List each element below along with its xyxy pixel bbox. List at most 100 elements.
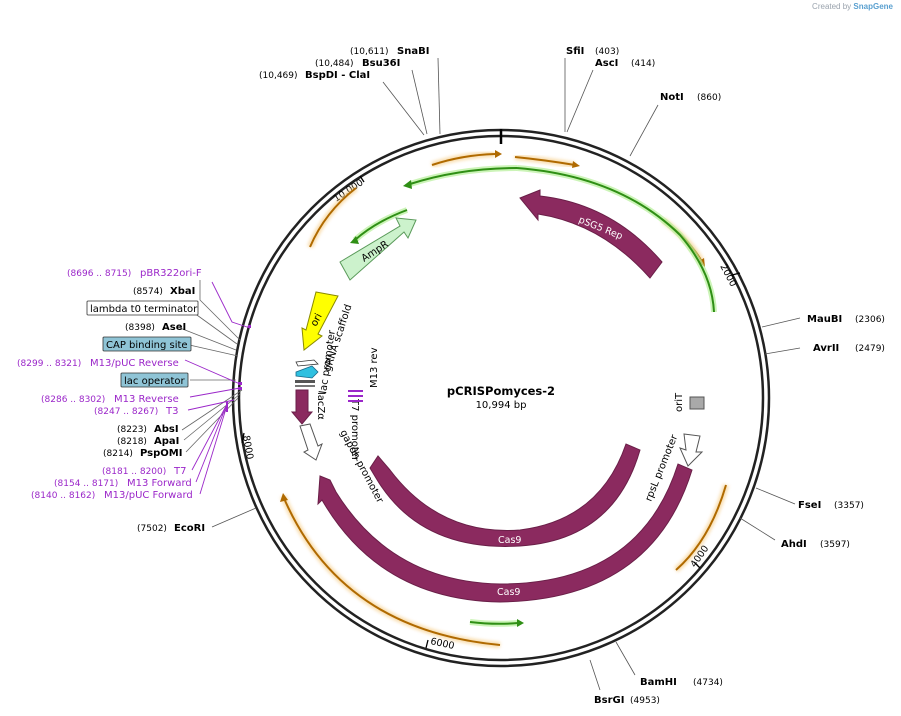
avrii-name: AvrII bbox=[813, 343, 839, 354]
bspdi-name: BspDI - ClaI bbox=[305, 70, 370, 81]
m13-rev-label: M13 rev bbox=[369, 347, 380, 388]
maubi-name: MauBI bbox=[807, 314, 842, 325]
noti-name: NotI bbox=[660, 92, 684, 103]
bspdi-pos: (10,469) bbox=[259, 71, 298, 81]
sfii-name: SfiI bbox=[566, 46, 584, 57]
psppomi-name: PspOMI bbox=[140, 448, 182, 459]
ori-label: ori bbox=[309, 312, 325, 329]
m13puc-fwd-pos: (8140 .. 8162) bbox=[31, 491, 95, 501]
fsei-name: FseI bbox=[798, 500, 821, 511]
snapgene-credit: Created by SnapGene bbox=[812, 2, 893, 11]
primer-leader-lines bbox=[184, 281, 251, 495]
primer-t7[interactable]: (8181 .. 8200) T7 bbox=[102, 466, 186, 477]
bsu36i-name: Bsu36I bbox=[362, 58, 400, 69]
xbai-pos: (8574) bbox=[133, 287, 163, 297]
feature-small-stack bbox=[295, 359, 319, 387]
plasmid-name: pCRISPomyces-2 bbox=[447, 384, 555, 398]
t7-pos: (8181 .. 8200) bbox=[102, 467, 166, 477]
site-psppomi[interactable]: (8214) PspOMI bbox=[103, 448, 182, 459]
site-bspdi-clai[interactable]: (10,469) BspDI - ClaI bbox=[259, 70, 370, 81]
site-ahdi[interactable]: AhdI (3597) bbox=[781, 539, 850, 550]
psppomi-pos: (8214) bbox=[103, 449, 133, 459]
box-cap-binding-site[interactable]: CAP binding site bbox=[102, 336, 192, 352]
lac-operator-label: lac operator bbox=[124, 376, 185, 387]
m13-rev-pos: (8286 .. 8302) bbox=[41, 395, 105, 405]
noti-pos: (860) bbox=[697, 93, 721, 103]
lacz-alpha-label: lacZα bbox=[315, 392, 326, 420]
site-snabi[interactable]: (10,611) SnaBI bbox=[350, 46, 429, 57]
sfii-pos: (403) bbox=[595, 47, 619, 57]
cas9-inner-label: Cas9 bbox=[498, 535, 521, 546]
site-bsu36i[interactable]: (10,484) Bsu36I bbox=[315, 58, 400, 69]
m13-fwd-name: M13 Forward bbox=[127, 478, 192, 489]
pbr322ori-f-pos: (8696 .. 8715) bbox=[67, 269, 131, 279]
pbr322ori-f-name: pBR322ori-F bbox=[140, 268, 202, 279]
primer-m13-forward[interactable]: (8154 .. 8171) M13 Forward bbox=[54, 478, 192, 489]
lambda-t0-label: lambda t0 terminator bbox=[90, 304, 198, 315]
green-arcs bbox=[350, 165, 717, 627]
t3-name: T3 bbox=[165, 406, 178, 417]
orit-label: oriT bbox=[674, 392, 685, 412]
bsrgi-name: BsrGI bbox=[594, 695, 624, 706]
site-fsei[interactable]: FseI (3357) bbox=[798, 500, 864, 511]
avrii-pos: (2479) bbox=[855, 344, 885, 354]
plasmid-size: 10,994 bp bbox=[476, 400, 527, 411]
snabi-name: SnaBI bbox=[397, 46, 429, 57]
feature-cas9-outer[interactable]: Cas9 bbox=[317, 463, 693, 603]
m13-rev-marks bbox=[348, 390, 363, 402]
site-sfii[interactable]: SfiI (403) bbox=[566, 46, 619, 57]
site-noti[interactable]: NotI (860) bbox=[660, 92, 721, 103]
tick-6000: 6000 bbox=[425, 636, 455, 652]
feature-cas9-inner[interactable]: Cas9 bbox=[369, 443, 641, 547]
bamhi-pos: (4734) bbox=[693, 678, 723, 688]
bamhi-name: BamHI bbox=[640, 677, 677, 688]
primer-m13-reverse[interactable]: (8286 .. 8302) M13 Reverse bbox=[41, 394, 179, 405]
primer-marks bbox=[226, 325, 251, 412]
feature-gapdh-promoter-arrow[interactable] bbox=[299, 423, 323, 461]
primer-pbr322ori-f[interactable]: (8696 .. 8715) pBR322ori-F bbox=[67, 268, 202, 279]
site-avrii[interactable]: AvrII (2479) bbox=[813, 343, 885, 354]
tick-label-8000: 8000 bbox=[240, 435, 255, 461]
maubi-pos: (2306) bbox=[855, 315, 885, 325]
feature-ampr[interactable]: AmpR bbox=[339, 217, 417, 281]
primer-m13puc-forward[interactable]: (8140 .. 8162) M13/pUC Forward bbox=[31, 490, 193, 501]
apai-name: ApaI bbox=[154, 436, 179, 447]
cas9-outer-label: Cas9 bbox=[497, 587, 520, 598]
tick-8000: 8000 bbox=[240, 432, 255, 461]
site-xbai[interactable]: (8574) XbaI bbox=[133, 286, 195, 297]
t3-pos: (8247 .. 8267) bbox=[94, 407, 158, 417]
m13-fwd-pos: (8154 .. 8171) bbox=[54, 479, 118, 489]
site-asci[interactable]: AscI (414) bbox=[595, 58, 655, 69]
site-apai[interactable]: (8218) ApaI bbox=[117, 436, 179, 447]
site-asei[interactable]: (8398) AseI bbox=[125, 322, 186, 333]
site-bsrgi[interactable]: BsrGI (4953) bbox=[594, 695, 660, 706]
asei-pos: (8398) bbox=[125, 323, 155, 333]
asci-name: AscI bbox=[595, 58, 618, 69]
site-absi[interactable]: (8223) AbsI bbox=[117, 424, 179, 435]
absi-pos: (8223) bbox=[117, 425, 147, 435]
xbai-name: XbaI bbox=[170, 286, 195, 297]
t7-name: T7 bbox=[173, 466, 186, 477]
snapgene-logo: SnapGene bbox=[853, 2, 893, 11]
m13puc-fwd-name: M13/pUC Forward bbox=[104, 490, 193, 501]
asei-name: AseI bbox=[162, 322, 186, 333]
m13puc-rev-name: M13/pUC Reverse bbox=[90, 358, 179, 369]
feature-orit[interactable]: oriT bbox=[674, 392, 705, 412]
site-ecori[interactable]: (7502) EcoRI bbox=[137, 523, 205, 534]
ahdi-pos: (3597) bbox=[820, 540, 850, 550]
tick-label-6000: 6000 bbox=[429, 636, 455, 652]
m13puc-rev-pos: (8299 .. 8321) bbox=[17, 359, 81, 369]
box-lac-operator[interactable]: lac operator bbox=[120, 372, 189, 388]
primer-t3[interactable]: (8247 .. 8267) T3 bbox=[94, 406, 178, 417]
t7-promoter-label: T7 promoter bbox=[349, 398, 360, 462]
ahdi-name: AhdI bbox=[781, 539, 807, 550]
primer-m13puc-reverse[interactable]: (8299 .. 8321) M13/pUC Reverse bbox=[17, 358, 179, 369]
feature-lacz-alpha[interactable]: lacZα bbox=[290, 389, 326, 425]
site-maubi[interactable]: MauBI (2306) bbox=[807, 314, 885, 325]
asci-pos: (414) bbox=[631, 59, 655, 69]
m13-rev-name: M13 Reverse bbox=[114, 394, 179, 405]
apai-pos: (8218) bbox=[117, 437, 147, 447]
site-bamhi[interactable]: BamHI (4734) bbox=[640, 677, 723, 688]
box-lambda-t0-terminator[interactable]: lambda t0 terminator bbox=[86, 300, 199, 316]
feature-ori[interactable]: ori bbox=[301, 291, 339, 351]
